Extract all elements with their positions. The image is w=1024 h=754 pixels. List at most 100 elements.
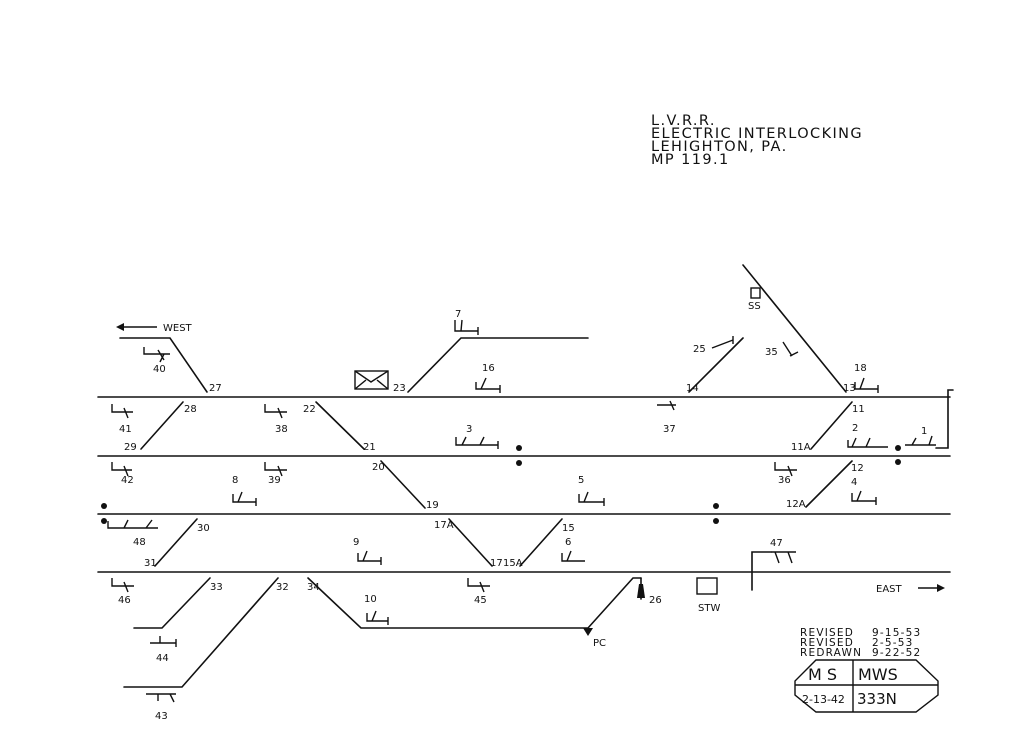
west-label: WEST — [163, 323, 193, 334]
signal-4-icon — [851, 490, 877, 505]
label-47: 47 — [770, 538, 783, 549]
label-36: 36 — [778, 475, 791, 486]
label-13: 13 — [843, 383, 856, 394]
label-25: 25 — [693, 344, 706, 355]
signal-10-icon — [366, 610, 389, 625]
siding-ss — [742, 264, 847, 393]
pc-marker-icon — [583, 628, 593, 636]
signal-16-icon — [475, 377, 501, 393]
label-pc: PC — [593, 638, 606, 649]
siding-47 — [751, 551, 772, 591]
label-stw: STW — [698, 603, 720, 614]
redrawn-label: REDRAWN — [800, 647, 862, 659]
crossover-11 — [810, 401, 853, 450]
label-2: 2 — [852, 423, 858, 434]
title-line-3: LEHIGHTON, PA. — [651, 139, 788, 155]
signal-5-icon — [578, 491, 605, 506]
signal-39-icon — [264, 462, 287, 477]
label-32: 32 — [276, 582, 289, 593]
label-18: 18 — [854, 363, 867, 374]
dot-marker — [516, 460, 522, 466]
label-12: 12 — [851, 463, 864, 474]
crossover-14 — [688, 337, 744, 393]
diagram-title: L.V.R.R. ELECTRIC INTERLOCKING LEHIGHTON… — [651, 113, 863, 168]
label-7: 7 — [455, 309, 461, 320]
label-46: 46 — [118, 595, 131, 606]
signal-44-icon — [150, 636, 177, 647]
label-16: 16 — [482, 363, 495, 374]
label-45: 45 — [474, 595, 487, 606]
siding-west-40 — [119, 337, 208, 393]
revised-2-date: 2-5-53 — [872, 637, 914, 649]
label-41: 41 — [119, 424, 132, 435]
dot-marker — [101, 503, 107, 509]
title-block-drawing-no: 333N — [857, 690, 897, 708]
label-17a: 17A — [434, 520, 454, 531]
label-12a: 12A — [786, 499, 806, 510]
label-20: 20 — [372, 462, 385, 473]
revision-notes: REVISED 9-15-53 REVISED 2-5-53 REDRAWN 9… — [800, 627, 921, 659]
stw-box-icon — [696, 577, 718, 595]
label-11: 11 — [852, 404, 865, 415]
label-42: 42 — [121, 475, 134, 486]
label-15a: 15A — [503, 558, 523, 569]
signal-25-icon — [711, 336, 734, 349]
misc-symbols — [101, 287, 901, 636]
revised-1-label: REVISED — [800, 627, 854, 639]
label-1: 1 — [921, 426, 927, 437]
revised-1-date: 9-15-53 — [872, 627, 921, 639]
signal-7-icon — [454, 319, 479, 335]
label-3: 3 — [466, 424, 472, 435]
label-37: 37 — [663, 424, 676, 435]
label-26: 26 — [649, 595, 662, 606]
signal-45-icon — [467, 578, 490, 593]
dot-marker — [713, 503, 719, 509]
siding-7 — [407, 337, 589, 393]
redrawn-date: 9-22-52 — [872, 647, 921, 659]
siding-33-44 — [133, 577, 211, 629]
crossover-12 — [805, 460, 853, 508]
title-line-1: L.V.R.R. — [651, 113, 716, 129]
signal-37-icon — [657, 400, 676, 411]
dot-marker — [516, 445, 522, 451]
label-34: 34 — [307, 582, 320, 593]
signal-9-icon — [357, 550, 382, 565]
revised-2-label: REVISED — [800, 637, 854, 649]
title-block-date: 2-13-42 — [802, 693, 845, 706]
label-29: 29 — [124, 442, 137, 453]
tower-envelope-icon — [354, 370, 389, 390]
label-31: 31 — [144, 558, 157, 569]
east-label: EAST — [876, 584, 903, 595]
crossover-15 — [519, 518, 563, 567]
crossover-17 — [448, 518, 493, 567]
siding-east-end — [935, 389, 954, 449]
title-block-ms: M S — [808, 665, 837, 684]
label-15: 15 — [562, 523, 575, 534]
label-10: 10 — [364, 594, 377, 605]
bumper-26-icon — [637, 584, 645, 598]
label-33: 33 — [210, 582, 223, 593]
label-23: 23 — [393, 383, 406, 394]
label-19: 19 — [426, 500, 439, 511]
siding-32-43 — [123, 577, 279, 688]
dot-marker — [895, 445, 901, 451]
signal-42-icon — [111, 462, 132, 477]
crossover-20-19 — [380, 460, 426, 509]
label-ss: SS — [748, 301, 761, 312]
label-40: 40 — [153, 364, 166, 375]
main-tracks — [97, 396, 951, 573]
label-48: 48 — [133, 537, 146, 548]
label-35: 35 — [765, 347, 778, 358]
signal-18-icon — [854, 377, 879, 393]
signal-43-icon — [146, 693, 176, 703]
label-43: 43 — [155, 711, 168, 722]
title-line-2: ELECTRIC INTERLOCKING — [651, 126, 863, 142]
signal-40-icon — [143, 347, 170, 363]
label-44: 44 — [156, 653, 169, 664]
signals — [107, 319, 936, 703]
label-28: 28 — [184, 404, 197, 415]
dot-marker — [101, 518, 107, 524]
label-6: 6 — [565, 537, 571, 548]
ss-box-icon — [750, 287, 761, 299]
